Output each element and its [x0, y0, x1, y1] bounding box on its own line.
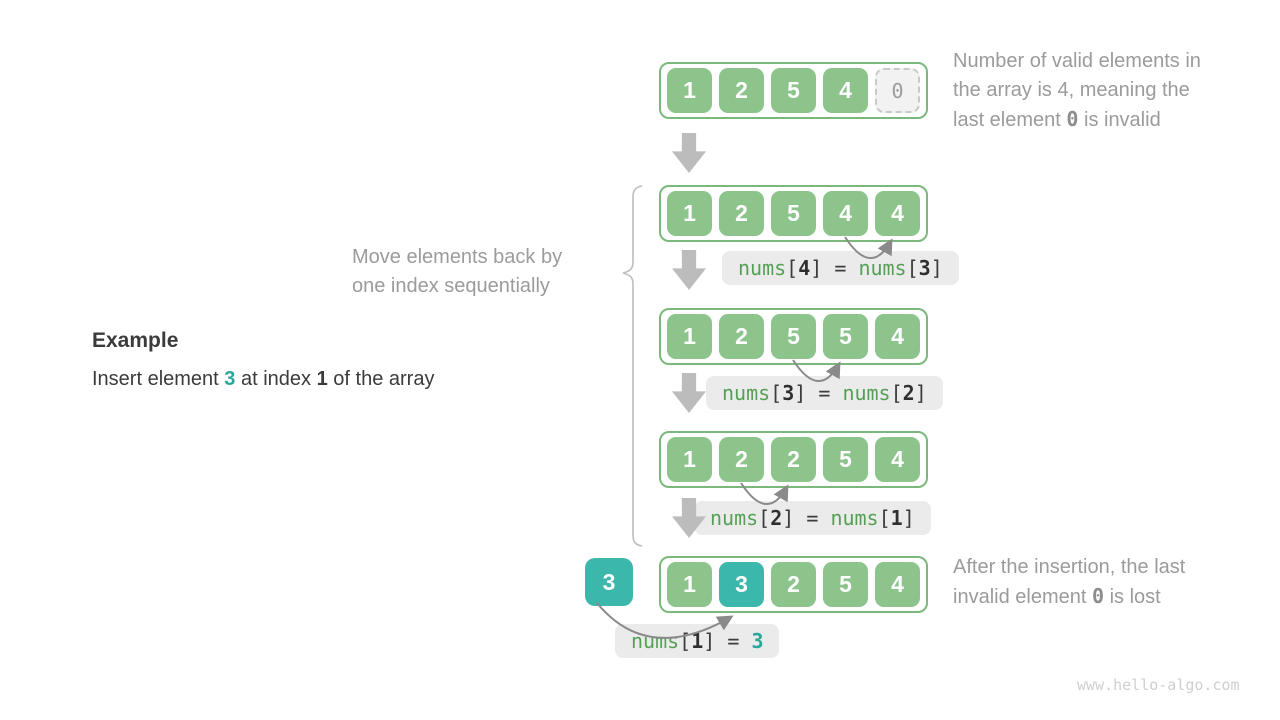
array-cell: 4 — [823, 191, 868, 236]
array-cell: 1 — [667, 437, 712, 482]
array-cell: 5 — [771, 191, 816, 236]
array-cell: 2 — [719, 191, 764, 236]
after-insertion-note: After the insertion, the last invalid el… — [953, 556, 1186, 608]
array-cell: 1 — [667, 191, 712, 236]
array-cell: 2 — [719, 314, 764, 359]
code-label-nums4: nums[4] = nums[3] — [722, 251, 959, 285]
array-cell: 4 — [875, 314, 920, 359]
curly-brace — [622, 185, 643, 547]
move-elements-note: Move elements back by one index sequenti… — [352, 246, 563, 297]
array-cell: 5 — [771, 68, 816, 113]
array-cell: 4 — [875, 191, 920, 236]
array-cell: 4 — [823, 68, 868, 113]
example-title: Example — [92, 329, 179, 352]
array-cell: 1 — [667, 314, 712, 359]
invalid-element-note: Number of valid elements in the array is… — [953, 50, 1201, 131]
array-cell: 1 — [667, 562, 712, 607]
array-cell: 2 — [719, 437, 764, 482]
array-cell: 1 — [667, 68, 712, 113]
array-cell: 0 — [875, 68, 920, 113]
watermark: www.hello-algo.com — [1077, 676, 1240, 694]
array-cell: 5 — [823, 314, 868, 359]
array-cell: 3 — [719, 562, 764, 607]
down-arrow-icon — [672, 250, 706, 290]
array-cell: 5 — [823, 437, 868, 482]
array-cell: 4 — [875, 562, 920, 607]
array-cell: 5 — [823, 562, 868, 607]
insert-element-cell: 3 — [585, 558, 633, 606]
code-label-nums2: nums[2] = nums[1] — [694, 501, 931, 535]
code-label-nums3: nums[3] = nums[2] — [706, 376, 943, 410]
array-cell: 2 — [719, 68, 764, 113]
array-cell: 4 — [875, 437, 920, 482]
array-cell: 2 — [771, 562, 816, 607]
example-description: Insert element 3 at index 1 of the array — [92, 368, 435, 390]
down-arrow-icon — [672, 133, 706, 173]
array-cell: 5 — [771, 314, 816, 359]
array-cell: 2 — [771, 437, 816, 482]
code-label-nums1: nums[1] = 3 — [615, 624, 780, 658]
down-arrow-icon — [672, 373, 706, 413]
